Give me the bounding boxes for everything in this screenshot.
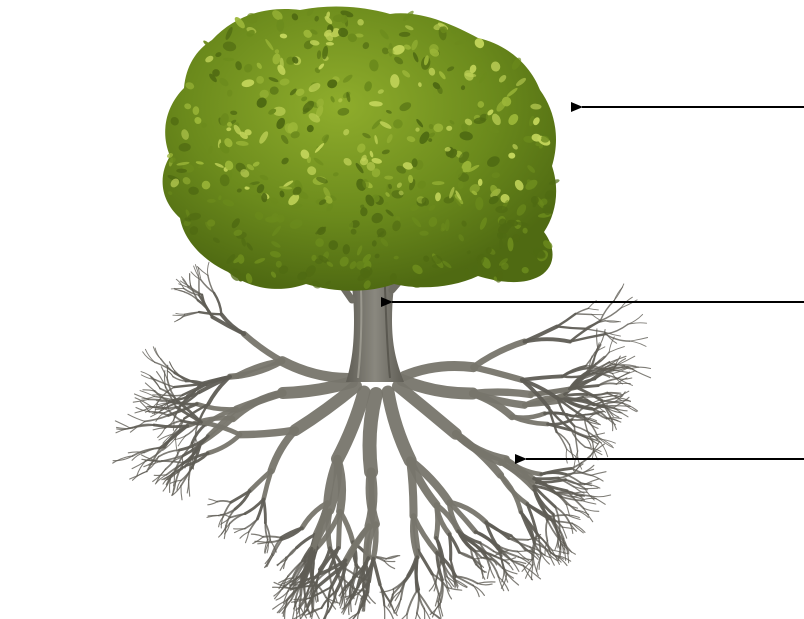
tree-crown-icon: [163, 7, 561, 291]
